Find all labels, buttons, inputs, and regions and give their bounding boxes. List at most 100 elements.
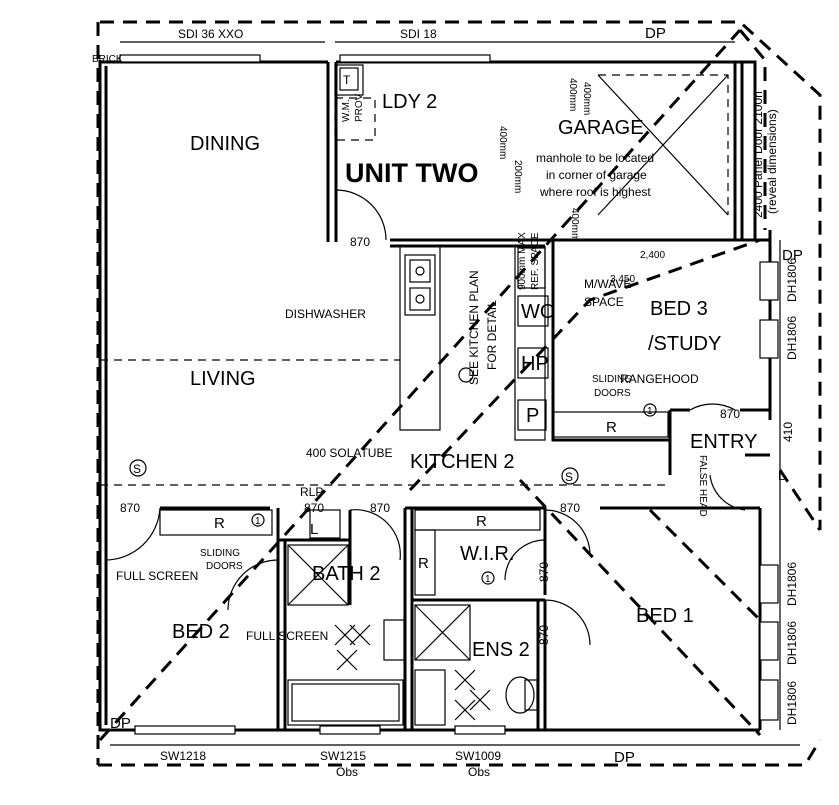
full-screen-label-bath: FULL SCREEN	[246, 629, 328, 643]
dim-3450: 3,450	[610, 274, 635, 285]
hotplate-label: HP	[521, 353, 549, 375]
panel-door-note-line1: 2400 Panel Door 2100h	[751, 91, 765, 218]
robe-label-wir-top: R	[476, 513, 487, 530]
smoke-label-kitchen: S	[565, 470, 573, 484]
dim-870-wir-left: 870	[370, 501, 390, 515]
window-label-dh-3: DH1806	[785, 562, 799, 606]
downpipe-label-bottom-left: DP	[110, 715, 131, 732]
sliding-doors-bed3-line2: DOORS	[594, 388, 631, 399]
window-label-sw1215: SW1215	[320, 749, 366, 763]
bed2-robe	[159, 509, 273, 536]
unit-title: UNIT TWO	[345, 158, 478, 188]
wall-oven-box	[517, 295, 549, 327]
kitchen-plan-note-line2: FOR DETAIL	[485, 300, 499, 370]
microwave-label-line1: M/WAVE	[584, 277, 631, 291]
window-label-sdi18: SDI 18	[400, 27, 437, 41]
room-label-bath: BATH 2	[312, 563, 381, 585]
robe-label-bed2: R	[214, 515, 225, 532]
manhole-note-line2: in corner of garage	[546, 168, 647, 182]
room-label-bed1: BED 1	[636, 605, 694, 627]
marker-1-bed3	[643, 403, 657, 417]
dim-870-bed1: 870	[560, 501, 580, 515]
room-label-wir: W.I.R.	[460, 543, 514, 565]
window-label-dh-1: DH1806	[785, 258, 799, 302]
window-label-obs-2: Obs	[468, 765, 490, 779]
ensuite-fixtures	[414, 604, 538, 726]
marker-label-bed3: 1	[647, 406, 653, 417]
robe-label-wir-left: R	[418, 555, 429, 572]
dim-400-d: 400mm	[569, 208, 580, 241]
window-label-dh-4: DH1806	[785, 621, 799, 665]
dim-410: 410	[781, 422, 795, 442]
downlights	[334, 624, 491, 721]
tub-label: T	[343, 73, 351, 87]
bed3-robe	[552, 411, 669, 438]
wm-prov-label-line2: PROV	[354, 93, 365, 122]
downpipe-label-top: DP	[645, 25, 666, 42]
robe-label-bed3: R	[606, 419, 617, 436]
window-label-dh-2: DH1806	[785, 316, 799, 360]
room-label-entry: ENTRY	[690, 431, 757, 453]
sliding-doors-bed3-line1: SLIDING	[592, 374, 632, 385]
pantry-box	[517, 399, 547, 431]
rangehood-label: RANGEHOOD	[620, 372, 699, 386]
fridge-space-box	[517, 247, 546, 289]
dim-200: 200mm	[512, 160, 523, 193]
window-label-obs-1: Obs	[336, 765, 358, 779]
dim-400-b: 400mm	[581, 82, 592, 115]
solatube-label: 400 SOLATUBE	[306, 446, 392, 460]
microwave-label-line2: SPACE	[584, 295, 624, 309]
kitchen-plan-note-line1: SEE KITCHEN PLAN	[467, 270, 481, 385]
rlp-label: RLP	[300, 485, 323, 499]
window-label-sw1009: SW1009	[455, 749, 501, 763]
room-label-bed3: BED 3	[650, 298, 708, 320]
manhole-note-line1: manhole to be located	[536, 151, 654, 165]
wir-shelf-side	[414, 529, 436, 596]
top-windows	[119, 41, 735, 63]
door-swings	[104, 189, 746, 646]
wm-prov-label-line1: W.M.	[341, 99, 352, 122]
downpipe-label-right: DP	[782, 247, 803, 264]
dim-870-ensuite: 870	[537, 625, 551, 645]
bottom-windows	[110, 725, 800, 746]
room-label-laundry: LDY 2	[382, 91, 437, 113]
panel-door-note-line2: (reveal dimensions)	[765, 109, 779, 214]
room-label-ensuite: ENS 2	[472, 639, 530, 661]
marker-1-bed2	[251, 513, 265, 527]
dim-870-bath: 870	[304, 501, 324, 515]
dim-l-mark: L	[778, 469, 785, 483]
dishwasher-label: DISHWASHER	[285, 307, 366, 321]
dim-870-bed2: 870	[120, 501, 140, 515]
room-label-garage: GARAGE	[558, 117, 644, 139]
marker-1-wir	[481, 571, 495, 585]
dim-400-a: 400mm	[567, 78, 578, 111]
dim-870-bed3: 870	[720, 407, 740, 421]
window-label-sdi36: SDI 36 XXO	[178, 27, 243, 41]
marker-label-wir: 1	[485, 574, 491, 585]
marker-label-bed2: 1	[255, 516, 261, 527]
downpipe-label-bottom: DP	[614, 749, 635, 766]
sliding-doors-bed2-line1: SLIDING	[200, 548, 240, 559]
manhole-note-line3: where roof is highest	[539, 185, 651, 199]
sliding-doors-bed2-line2: DOORS	[206, 561, 243, 572]
dim-2400: 2,400	[640, 250, 665, 261]
room-label-living: LIVING	[190, 368, 256, 390]
dim-400-c: 400mm	[497, 126, 508, 159]
window-label-sw1218: SW1218	[160, 749, 206, 763]
room-label-kitchen: KITCHEN 2	[410, 451, 514, 473]
room-label-dining: DINING	[190, 133, 260, 155]
pantry-label: P	[526, 405, 539, 427]
hotplate-box	[517, 347, 549, 379]
kitchen-sink	[404, 254, 436, 316]
smoke-detector-kitchen	[561, 467, 579, 485]
laundry-tub	[334, 64, 376, 141]
window-label-dh-5: DH1806	[785, 681, 799, 725]
false-head-label: FALSE HEAD	[697, 455, 708, 517]
dim-870-laundry: 870	[350, 235, 370, 249]
smoke-label-living: S	[133, 462, 141, 476]
wall-oven-label: WO	[521, 301, 555, 323]
dim-870-wir-side: 870	[537, 562, 551, 582]
smoke-detector-living	[129, 459, 147, 477]
solatube-kitchen	[458, 367, 474, 383]
